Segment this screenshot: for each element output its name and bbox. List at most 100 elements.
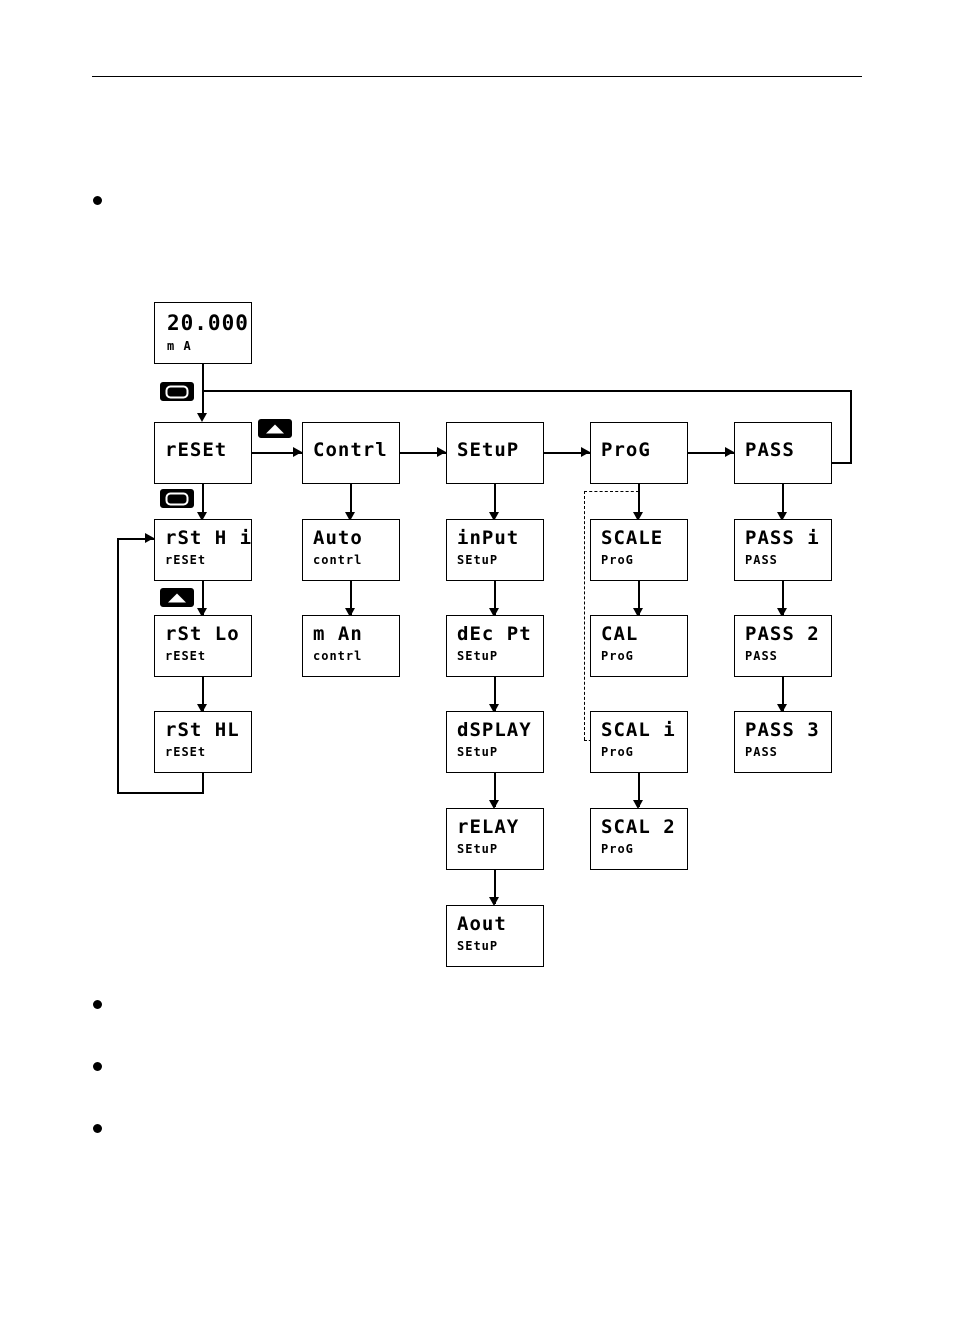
pass-3-parent: PASS	[745, 745, 778, 759]
dsplay-box[interactable]: dSPLAY SEtuP	[446, 711, 544, 773]
connector-pass-to-pass1	[782, 484, 784, 517]
scal-1-parent: ProG	[601, 745, 634, 759]
arrow-reset-to-rsthi	[197, 512, 207, 521]
reset-loop-down	[202, 773, 204, 793]
pass-menu-box[interactable]: PASS	[734, 422, 832, 484]
arrow-decpt-to-dsplay	[489, 704, 499, 713]
rst-hi-box[interactable]: rSt H i rESEt	[154, 519, 252, 581]
auto-box[interactable]: Auto contrl	[302, 519, 400, 581]
arrow-prog-to-scale	[633, 512, 643, 521]
pass-2-parent: PASS	[745, 649, 778, 663]
reset-loop-bottom	[117, 792, 204, 794]
arrow-input-to-decpt	[489, 608, 499, 617]
input-box[interactable]: inPut SEtuP	[446, 519, 544, 581]
rst-hl-parent: rESEt	[165, 745, 207, 759]
up-arrow-icon	[168, 593, 186, 602]
prog-menu-label: ProG	[601, 439, 651, 461]
arrow-dsplay-to-relay	[489, 800, 499, 809]
rst-hi-label: rSt H i	[165, 527, 253, 549]
connector-decpt-to-dsplay	[494, 677, 496, 711]
rst-lo-label: rSt Lo	[165, 623, 240, 645]
arrow-rsthi-to-rstlo	[197, 608, 207, 617]
rst-hl-box[interactable]: rSt HL rESEt	[154, 711, 252, 773]
relay-parent: SEtuP	[457, 842, 499, 856]
input-parent: SEtuP	[457, 553, 499, 567]
contrl-menu-box[interactable]: Contrl	[302, 422, 400, 484]
contrl-menu-label: Contrl	[313, 439, 388, 461]
arrow-reset-loop-to-rsthi	[145, 533, 154, 543]
setup-menu-box[interactable]: SEtuP	[446, 422, 544, 484]
connector-prog-to-scale	[638, 484, 640, 517]
connector-rstlo-to-rsthl	[202, 677, 204, 711]
aout-parent: SEtuP	[457, 939, 499, 953]
arrow-pass1-to-pass2	[777, 608, 787, 617]
bullet-lower-1	[93, 1000, 102, 1009]
rst-lo-box[interactable]: rSt Lo rESEt	[154, 615, 252, 677]
reset-menu-label: rESEt	[165, 439, 228, 461]
connector-setup-to-prog	[544, 452, 590, 454]
arrow-scale-to-cal	[633, 608, 643, 617]
man-label: m An	[313, 623, 363, 645]
dsplay-parent: SEtuP	[457, 745, 499, 759]
scal-2-label: SCAL 2	[601, 816, 676, 838]
connector-display-to-reset	[202, 364, 204, 414]
arrow-setup-to-prog	[581, 447, 590, 457]
loop-pass-stub	[832, 462, 852, 464]
bullet-lower-3	[93, 1124, 102, 1133]
dashed-branch-vertical	[584, 491, 585, 740]
scale-parent: ProG	[601, 553, 634, 567]
connector-pass2-to-pass3	[782, 677, 784, 711]
arrow-auto-to-man	[345, 608, 355, 617]
dsplay-label: dSPLAY	[457, 719, 532, 741]
arrow-display-to-reset	[197, 413, 207, 422]
cal-box[interactable]: CAL ProG	[590, 615, 688, 677]
up-key-2[interactable]	[160, 588, 194, 607]
connector-rsthi-to-rstlo	[202, 581, 204, 615]
aout-box[interactable]: Aout SEtuP	[446, 905, 544, 967]
up-arrow-icon	[266, 424, 284, 433]
prog-menu-box[interactable]: ProG	[590, 422, 688, 484]
menu-key-icon	[165, 385, 189, 398]
dashed-branch-top	[584, 491, 639, 492]
bullet-lower-2	[93, 1062, 102, 1071]
scal-1-label: SCAL i	[601, 719, 676, 741]
arrow-rstlo-to-rsthl	[197, 704, 207, 713]
relay-box[interactable]: rELAY SEtuP	[446, 808, 544, 870]
scal-1-box[interactable]: SCAL i ProG	[590, 711, 688, 773]
connector-reset-to-contrl	[252, 452, 302, 454]
man-parent: contrl	[313, 649, 363, 663]
aout-label: Aout	[457, 913, 507, 935]
pass-2-box[interactable]: PASS 2 PASS	[734, 615, 832, 677]
arrow-pass2-to-pass3	[777, 704, 787, 713]
menu-key-icon	[165, 492, 189, 505]
menu-key-2[interactable]	[160, 489, 194, 508]
man-box[interactable]: m An contrl	[302, 615, 400, 677]
relay-label: rELAY	[457, 816, 520, 838]
connector-scale-to-cal	[638, 581, 640, 615]
input-label: inPut	[457, 527, 520, 549]
scale-box[interactable]: SCALE ProG	[590, 519, 688, 581]
header-rule	[92, 76, 862, 77]
reset-menu-box[interactable]: rESEt	[154, 422, 252, 484]
dec-pt-box[interactable]: dEc Pt SEtuP	[446, 615, 544, 677]
display-box: 20.000 m A	[154, 302, 252, 364]
pass-1-parent: PASS	[745, 553, 778, 567]
reset-loop-left	[117, 538, 119, 793]
connector-input-to-decpt	[494, 581, 496, 615]
connector-dsplay-to-relay	[494, 773, 496, 807]
connector-contrl-to-setup	[400, 452, 446, 454]
rst-hl-label: rSt HL	[165, 719, 240, 741]
rst-lo-parent: rESEt	[165, 649, 207, 663]
pass-3-box[interactable]: PASS 3 PASS	[734, 711, 832, 773]
pass-3-label: PASS 3	[745, 719, 820, 741]
pass-1-box[interactable]: PASS i PASS	[734, 519, 832, 581]
menu-key-1[interactable]	[160, 382, 194, 401]
up-key-1[interactable]	[258, 419, 292, 438]
reset-loop-top	[117, 538, 154, 540]
loop-top-horizontal	[202, 390, 852, 392]
connector-reset-to-rsthi	[202, 484, 204, 517]
arrow-pass-to-pass1	[777, 512, 787, 521]
arrow-contrl-to-auto	[345, 512, 355, 521]
arrow-relay-to-aout	[489, 897, 499, 906]
scal-2-box[interactable]: SCAL 2 ProG	[590, 808, 688, 870]
